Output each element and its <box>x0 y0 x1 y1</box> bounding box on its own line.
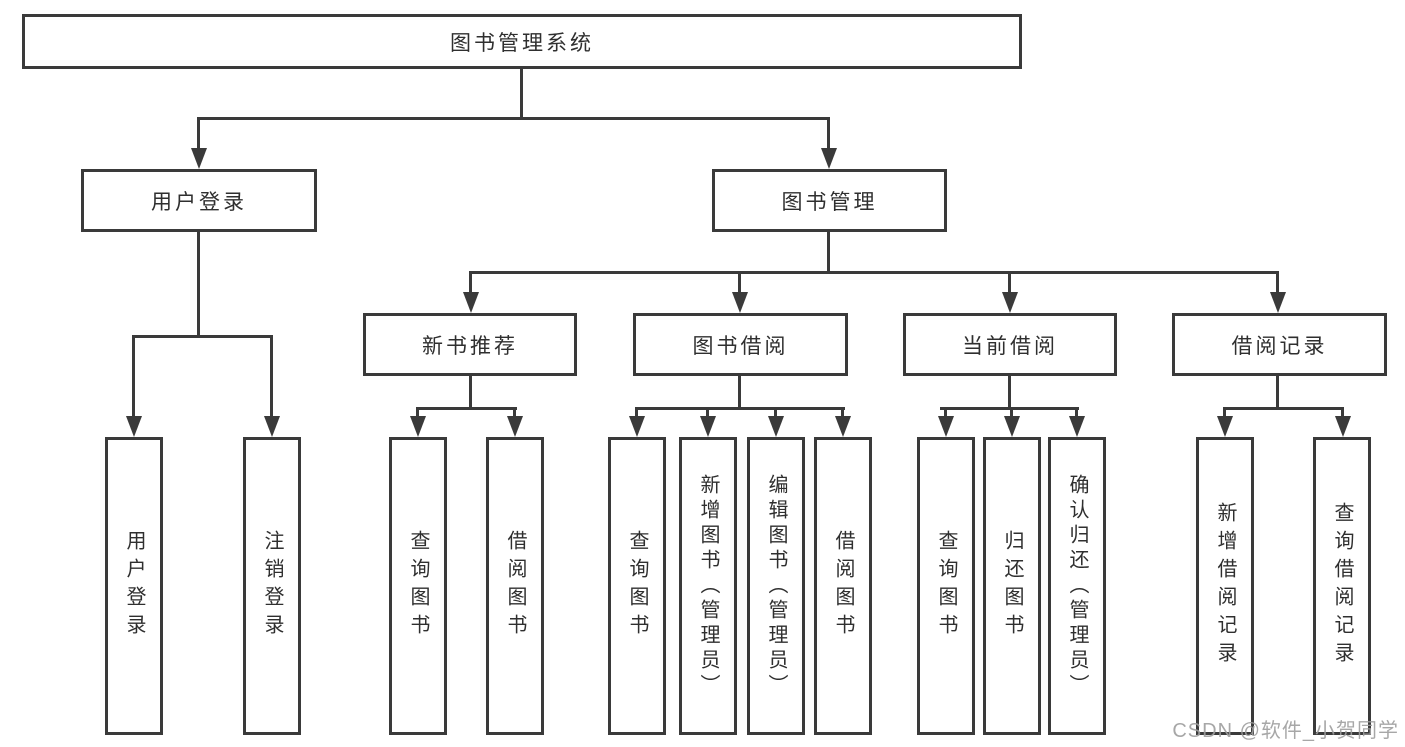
arrow-to-leaf-8 <box>938 416 954 437</box>
leaf-add-borrow-record: 新增借阅记录 <box>1196 437 1254 735</box>
arrow-to-new-book <box>463 292 479 313</box>
arrow-to-leaf-10 <box>1069 416 1085 437</box>
node-book-management: 图书管理 <box>712 169 947 232</box>
leaf-logout: 注销登录 <box>243 437 301 735</box>
arrow-to-leaf-9 <box>1004 416 1020 437</box>
node-book-borrowing: 图书借阅 <box>633 313 848 376</box>
leaf-query-books-borrowing: 查询图书 <box>608 437 666 735</box>
node-new-book-recommend: 新书推荐 <box>363 313 577 376</box>
connector-book-borrow-rail <box>635 407 845 410</box>
leaf-query-books-current: 查询图书 <box>917 437 975 735</box>
arrow-to-current-borrow <box>1002 292 1018 313</box>
connector-new-book-stem <box>469 376 472 410</box>
leaf-borrow-books-recommend: 借阅图书 <box>486 437 544 735</box>
node-user-login: 用户登录 <box>81 169 317 232</box>
connector-drop-leaf-8 <box>944 407 947 419</box>
connector-book-mgmt-stem <box>827 232 830 274</box>
connector-drop-logout-leaf <box>270 335 273 417</box>
leaf-confirm-return-admin: 确认归还（管理员） <box>1048 437 1106 735</box>
leaf-query-books-recommend: 查询图书 <box>389 437 447 735</box>
connector-borrow-record-rail <box>1223 407 1344 410</box>
connector-current-borrow-rail <box>940 407 1079 410</box>
leaf-edit-books-admin: 编辑图书（管理员） <box>747 437 805 735</box>
arrow-to-leaf-12 <box>1335 416 1351 437</box>
leaf-user-login: 用户登录 <box>105 437 163 735</box>
connector-user-login-stem <box>197 232 200 337</box>
connector-drop-leaf-4 <box>635 407 638 419</box>
arrow-to-leaf-7 <box>835 416 851 437</box>
connector-drop-borrow-record <box>1276 271 1279 295</box>
connector-drop-leaf-10 <box>1075 407 1078 419</box>
node-current-borrowing: 当前借阅 <box>903 313 1117 376</box>
connector-drop-book-mgmt <box>827 117 830 151</box>
connector-drop-book-borrow <box>738 271 741 295</box>
leaf-add-books-admin: 新增图书（管理员） <box>679 437 737 735</box>
connector-drop-leaf-3 <box>513 407 516 419</box>
connector-level3-rail <box>469 271 1279 274</box>
connector-drop-login-leaf <box>132 335 135 417</box>
arrow-to-logout-leaf <box>264 416 280 437</box>
node-library-management-system: 图书管理系统 <box>22 14 1022 69</box>
arrow-to-borrow-record <box>1270 292 1286 313</box>
csdn-watermark: CSDN @软件_小贺同学 <box>1172 720 1399 742</box>
arrow-to-leaf-3 <box>507 416 523 437</box>
arrow-to-leaf-2 <box>410 416 426 437</box>
arrow-to-leaf-11 <box>1217 416 1233 437</box>
connector-borrow-record-stem <box>1276 376 1279 410</box>
arrow-to-book-mgmt <box>821 148 837 169</box>
connector-drop-leaf-11 <box>1223 407 1226 419</box>
connector-drop-current-borrow <box>1008 271 1011 295</box>
connector-drop-new-book <box>469 271 472 295</box>
leaf-borrow-books: 借阅图书 <box>814 437 872 735</box>
arrow-to-book-borrow <box>732 292 748 313</box>
arrow-to-leaf-4 <box>629 416 645 437</box>
connector-drop-leaf-5 <box>706 407 709 419</box>
connector-root-stem <box>520 69 523 119</box>
leaf-query-borrow-record: 查询借阅记录 <box>1313 437 1371 735</box>
connector-drop-leaf-6 <box>774 407 777 419</box>
arrow-to-leaf-6 <box>768 416 784 437</box>
connector-drop-leaf-12 <box>1341 407 1344 419</box>
connector-drop-leaf-9 <box>1010 407 1013 419</box>
connector-user-login-rail <box>132 335 273 338</box>
node-borrowing-records: 借阅记录 <box>1172 313 1387 376</box>
leaf-return-books: 归还图书 <box>983 437 1041 735</box>
connector-drop-leaf-7 <box>841 407 844 419</box>
arrow-to-login-leaf <box>126 416 142 437</box>
connector-new-book-rail <box>416 407 517 410</box>
arrow-to-leaf-5 <box>700 416 716 437</box>
connector-drop-leaf-2 <box>416 407 419 419</box>
connector-book-borrow-stem <box>738 376 741 410</box>
arrow-to-user-login <box>191 148 207 169</box>
connector-level2-rail <box>197 117 830 120</box>
connector-drop-user-login <box>197 117 200 151</box>
connector-current-borrow-stem <box>1008 376 1011 410</box>
